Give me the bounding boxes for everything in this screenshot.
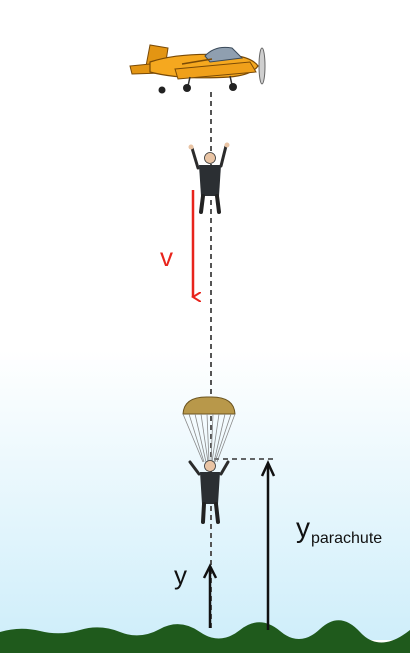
airplane-icon [129,44,266,94]
parachute-height-label: yparachute [296,512,382,548]
velocity-label: v [160,242,173,272]
height-label: y [174,560,187,590]
freefall-skydiver-icon [188,142,230,214]
parachute-height-label-main: y [296,512,310,543]
ground [0,620,410,653]
height-arrow [202,563,218,628]
parachute-height-label-subscript: parachute [311,530,383,547]
parachute-icon [182,396,236,463]
parachute-height-arrow [260,460,276,630]
parachute-skydiver-icon [188,460,230,524]
